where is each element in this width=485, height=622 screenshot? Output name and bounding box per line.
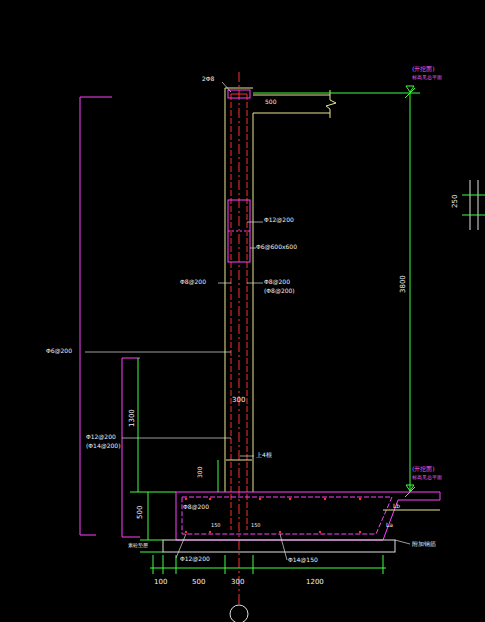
drawing-label: Φ12@200 xyxy=(86,434,116,440)
drawing-label: Φ12@200 xyxy=(180,556,210,562)
drawing-label: 2Φ8 xyxy=(202,76,214,82)
drawing-label: 500 xyxy=(192,579,205,586)
drawing-label: 300 xyxy=(232,397,245,404)
drawing-label: 附加钢筋 xyxy=(412,541,436,547)
drawing-label: 标高见总平面 xyxy=(412,475,442,480)
drawing-label: La xyxy=(386,522,393,528)
drawing-label: Φ12@200 xyxy=(264,217,294,223)
drawing-label: 300 xyxy=(231,579,244,586)
drawing-label: 500 xyxy=(137,506,144,519)
drawing-label: 1200 xyxy=(306,579,324,586)
drawing-label: 500 xyxy=(265,99,276,105)
drawing-label: Φ8@200 xyxy=(180,279,206,285)
drawing-label: (开挖面) xyxy=(412,66,435,72)
drawing-label: 3800 xyxy=(400,275,407,293)
drawing-label: (开挖面) xyxy=(412,466,435,472)
drawing-label: 250 xyxy=(452,195,459,208)
drawing-label: Φ14@150 xyxy=(288,557,318,563)
drawing-label: Φ6@600x600 xyxy=(256,244,297,250)
drawing-label: 100 xyxy=(154,579,167,586)
drawing-label: 1300 xyxy=(129,409,136,427)
drawing-label: (Φ8@200) xyxy=(264,288,295,294)
drawing-label: 300 xyxy=(197,467,203,478)
drawing-label: 素砼垫层 xyxy=(128,543,148,548)
drawing-label: Φ8@200 xyxy=(264,279,290,285)
drawing-label: 150 xyxy=(251,523,261,528)
drawing-label: Φ6@200 xyxy=(46,348,72,354)
drawing-label: 上4根 xyxy=(256,452,272,458)
drawing-label: Lb xyxy=(393,503,400,509)
drawing-label: 150 xyxy=(211,523,221,528)
drawing-label: 标高见总平面 xyxy=(412,75,442,80)
drawing-label: Φ8@200 xyxy=(183,504,209,510)
drawing-label: (Φ14@200) xyxy=(86,443,121,449)
